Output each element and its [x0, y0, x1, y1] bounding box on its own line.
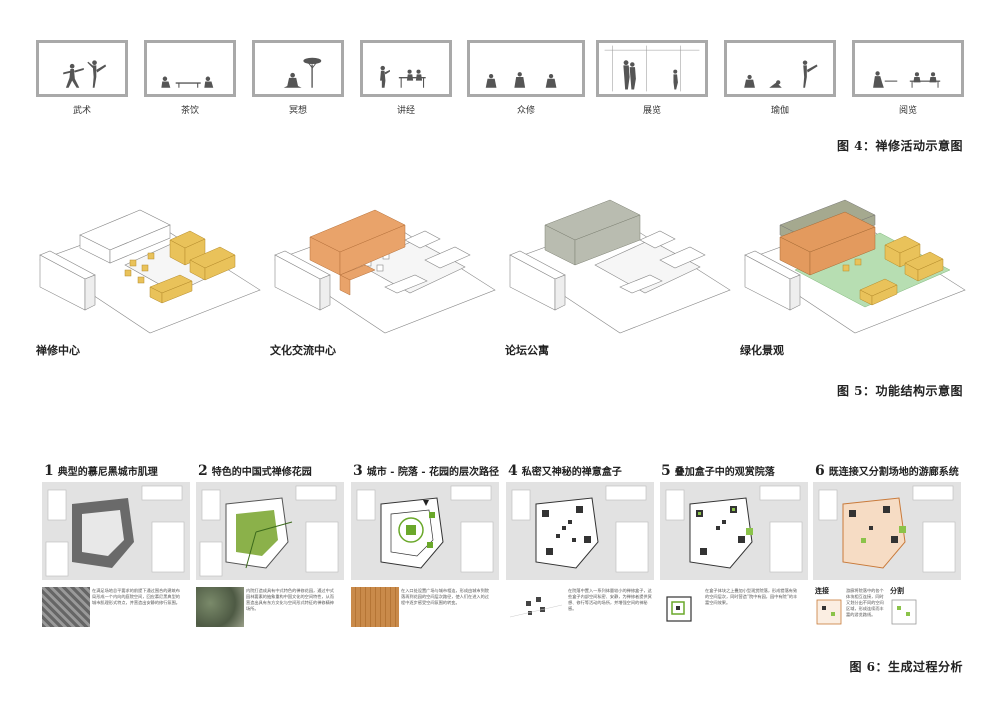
- step-number: 5: [661, 463, 671, 479]
- activity-box-reading: [852, 40, 964, 97]
- iso-forum-apartment: [509, 199, 731, 334]
- step-title: 典型的慕尼黑城市肌理: [57, 467, 158, 478]
- activity-box-exhibition: [596, 40, 708, 97]
- step-description: 内院打造成具有中式特色的禅修花园，通过中式园林要素的抽象重构中国文化的空间特性，…: [246, 588, 334, 611]
- lecture-icon: [380, 65, 426, 88]
- step-number: 4: [508, 463, 518, 479]
- divide-label: 分割: [890, 586, 904, 595]
- activity-box-meditation: [252, 40, 344, 97]
- function-label: 论坛公寓: [505, 344, 549, 357]
- step-title: 既连接又分割场地的游廊系统: [828, 467, 959, 478]
- step-description: 在入口处设置广场与城市相连，形成由城市到院落再到花园的空间层次路径，使人们在进入…: [401, 588, 489, 605]
- step-5-box-icon: [664, 594, 694, 624]
- activity-label: 茶饮: [180, 106, 199, 116]
- step-1-aerial-image: [42, 587, 90, 627]
- step-description: 在盒子体块之上叠加小型观赏院落，形成错落有致的空间层次，同时营造“院中有园，园中…: [705, 588, 798, 605]
- step-6-map: [813, 482, 961, 580]
- activity-label: 阅览: [898, 106, 917, 116]
- activity-box-lecture: [360, 40, 452, 97]
- function-label: 禅修中心: [36, 344, 80, 357]
- activity-box-martial-arts: [36, 40, 128, 97]
- martial-arts-icon: [63, 60, 107, 88]
- connect-label: 连接: [815, 586, 829, 595]
- activity-box-tea: [144, 40, 236, 97]
- step-number: 2: [198, 463, 208, 479]
- step-title: 特色的中国式禅修花园: [211, 467, 312, 478]
- step-3-street-image: [351, 587, 399, 627]
- step-number: 1: [44, 463, 54, 479]
- step-number: 6: [815, 463, 825, 479]
- step-2-garden-image: [196, 587, 244, 627]
- step-6-divide-diagram: [890, 598, 918, 626]
- step-title: 城市 - 院落 - 花园的层次路径: [366, 467, 499, 478]
- step-2-map: [196, 482, 344, 580]
- tea-icon: [161, 76, 214, 88]
- activity-label: 冥想: [288, 106, 307, 116]
- step-4-map: [506, 482, 654, 580]
- step-number: 3: [353, 463, 363, 479]
- group-practice-icon: [485, 72, 557, 88]
- iso-culture-exchange-center: [274, 209, 496, 334]
- function-label: 绿化景观: [740, 344, 784, 357]
- iso-greening-landscape: [744, 199, 966, 334]
- activity-label: 众修: [516, 106, 535, 116]
- iso-meditation-center: [39, 209, 261, 334]
- activity-box-yoga: [724, 40, 836, 97]
- reading-icon: [873, 71, 941, 88]
- exhibition-icon: [604, 45, 700, 92]
- activity-label: 讲经: [396, 106, 415, 116]
- step-4-sketch: [506, 587, 566, 627]
- activity-label: 武术: [72, 106, 91, 116]
- activity-label: 瑜伽: [770, 106, 789, 116]
- step-title: 叠加盒子中的观赏院落: [674, 467, 775, 478]
- meditation-icon: [283, 57, 322, 88]
- step-5-map: [660, 482, 808, 580]
- step-3-map: [351, 482, 499, 580]
- activity-label: 展览: [642, 106, 661, 116]
- step-title: 私密又神秘的禅意盒子: [521, 467, 622, 478]
- activity-box-group-practice: [467, 40, 585, 97]
- figure-6-caption: 图 6：生成过程分析: [849, 660, 963, 674]
- yoga-icon: [744, 60, 818, 88]
- step-6-connect-diagram: [815, 598, 843, 626]
- function-label: 文化交流中心: [270, 344, 336, 357]
- figure-5-caption: 图 5：功能结构示意图: [836, 384, 963, 398]
- step-1-map: [42, 482, 190, 580]
- step-description: 在满足场地总平要求的前提下通过围合的建筑布局形成一个内向的庭院空间，回应慕尼黑典…: [92, 588, 180, 605]
- step-description: 在院落中置入一系列体量较小的禅修盒子，这些盒子内部空间私密、安静，为禅修者提供冥…: [568, 588, 652, 611]
- step-description: 游廊将院落中的各个体块相互连接，同时又划分出不同的空间区域，形成连续而丰富的游览…: [846, 588, 884, 617]
- figure-4-caption: 图 4：禅修活动示意图: [836, 139, 963, 153]
